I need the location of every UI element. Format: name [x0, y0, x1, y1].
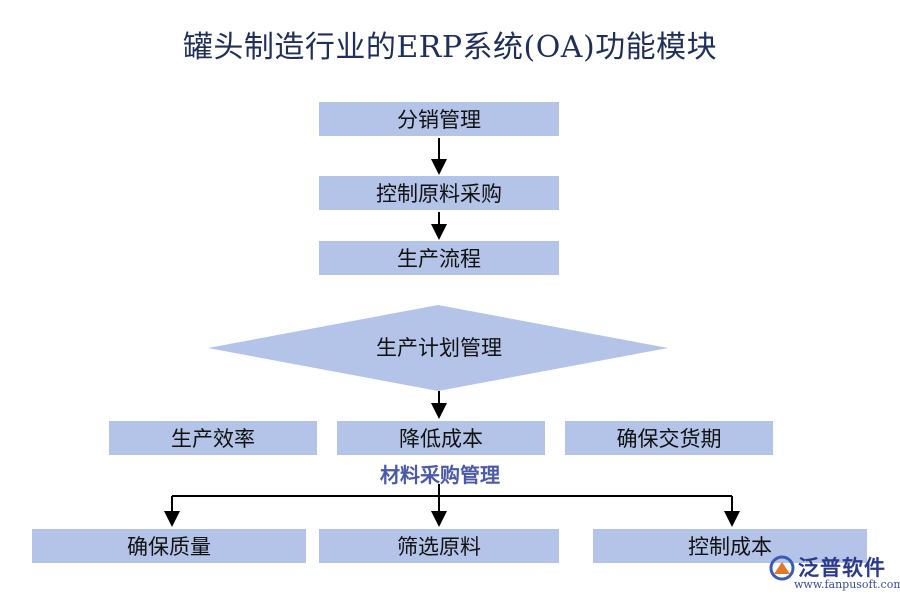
logo-url: www.fanpusoft.com: [794, 578, 900, 591]
materials-label: 材料采购管理: [380, 463, 500, 487]
diagram-title: 罐头制造行业的ERP系统(OA)功能模块: [182, 30, 718, 65]
node-process: 生产流程: [318, 240, 560, 276]
node-delivery: 确保交货期: [564, 420, 774, 456]
node-quality: 确保质量: [31, 528, 307, 564]
node-planning-label: 生产计划管理: [376, 336, 502, 360]
logo-icon: [769, 555, 795, 581]
brand-logo: 泛普软件 www.fanpusoft.com: [768, 552, 900, 596]
node-screen-materials: 筛选原料: [318, 528, 560, 564]
node-reduce-cost: 降低成本: [336, 420, 546, 456]
logo-name: 泛普软件: [798, 556, 886, 580]
planning-diamond: [208, 305, 668, 391]
node-control-cost: 控制成本: [592, 528, 868, 564]
node-distribution: 分销管理: [318, 101, 560, 137]
node-purchasing: 控制原料采购: [318, 175, 560, 211]
node-efficiency: 生产效率: [108, 420, 318, 456]
